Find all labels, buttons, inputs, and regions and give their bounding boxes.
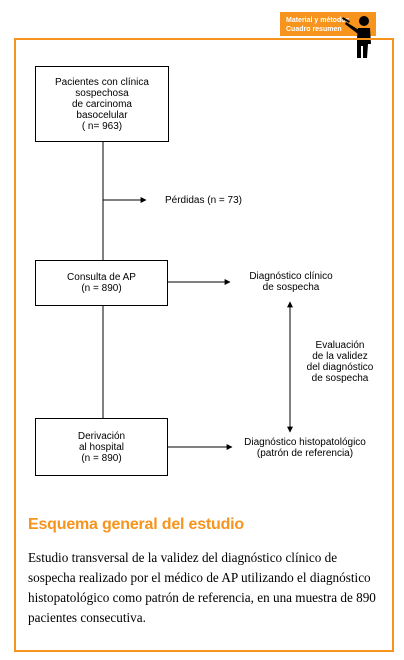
tab-title: Material y métodos <box>286 17 350 24</box>
tab-subtitle: Cuadro resumen <box>286 26 342 33</box>
referral-box: Derivación al hospital (n = 890) <box>35 418 168 476</box>
section-description: Estudio transversal de la validez del di… <box>28 550 376 625</box>
histo-dx-label: Diagnóstico histopatológico (patrón de r… <box>244 437 366 459</box>
flow-diagram <box>102 142 293 450</box>
patients-box: Pacientes con clínica sospechosa de carc… <box>35 66 169 142</box>
section-title: Esquema general del estudio <box>28 516 244 533</box>
person-pointing-icon <box>342 16 371 58</box>
consult-box: Consulta de AP (n = 890) <box>35 260 168 306</box>
content-frame <box>14 38 394 652</box>
clinical-dx-label: Diagnóstico clínico de sospecha <box>249 271 333 293</box>
evaluation-label: Evaluación de la validez del diagnóstico… <box>306 340 374 384</box>
losses-label: Pérdidas (n = 73) <box>165 195 242 206</box>
